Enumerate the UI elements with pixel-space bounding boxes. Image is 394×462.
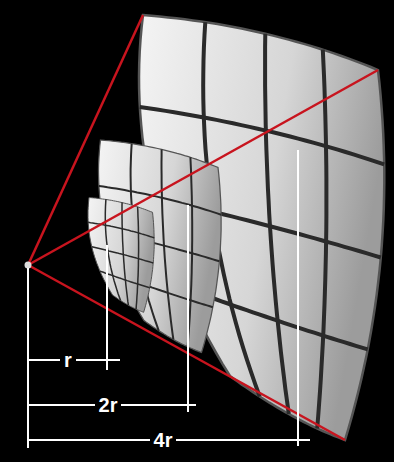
point-source (25, 262, 32, 269)
dimension-label: 2r (95, 394, 122, 416)
grid-line (92, 247, 153, 263)
red-ray (28, 15, 378, 440)
dimension-label: r (60, 349, 76, 371)
grid-line (136, 207, 139, 309)
grid-line (317, 50, 326, 429)
dimension-label: 4r (150, 429, 177, 451)
dimension-lines (28, 150, 310, 448)
sphere-patch (88, 198, 154, 313)
